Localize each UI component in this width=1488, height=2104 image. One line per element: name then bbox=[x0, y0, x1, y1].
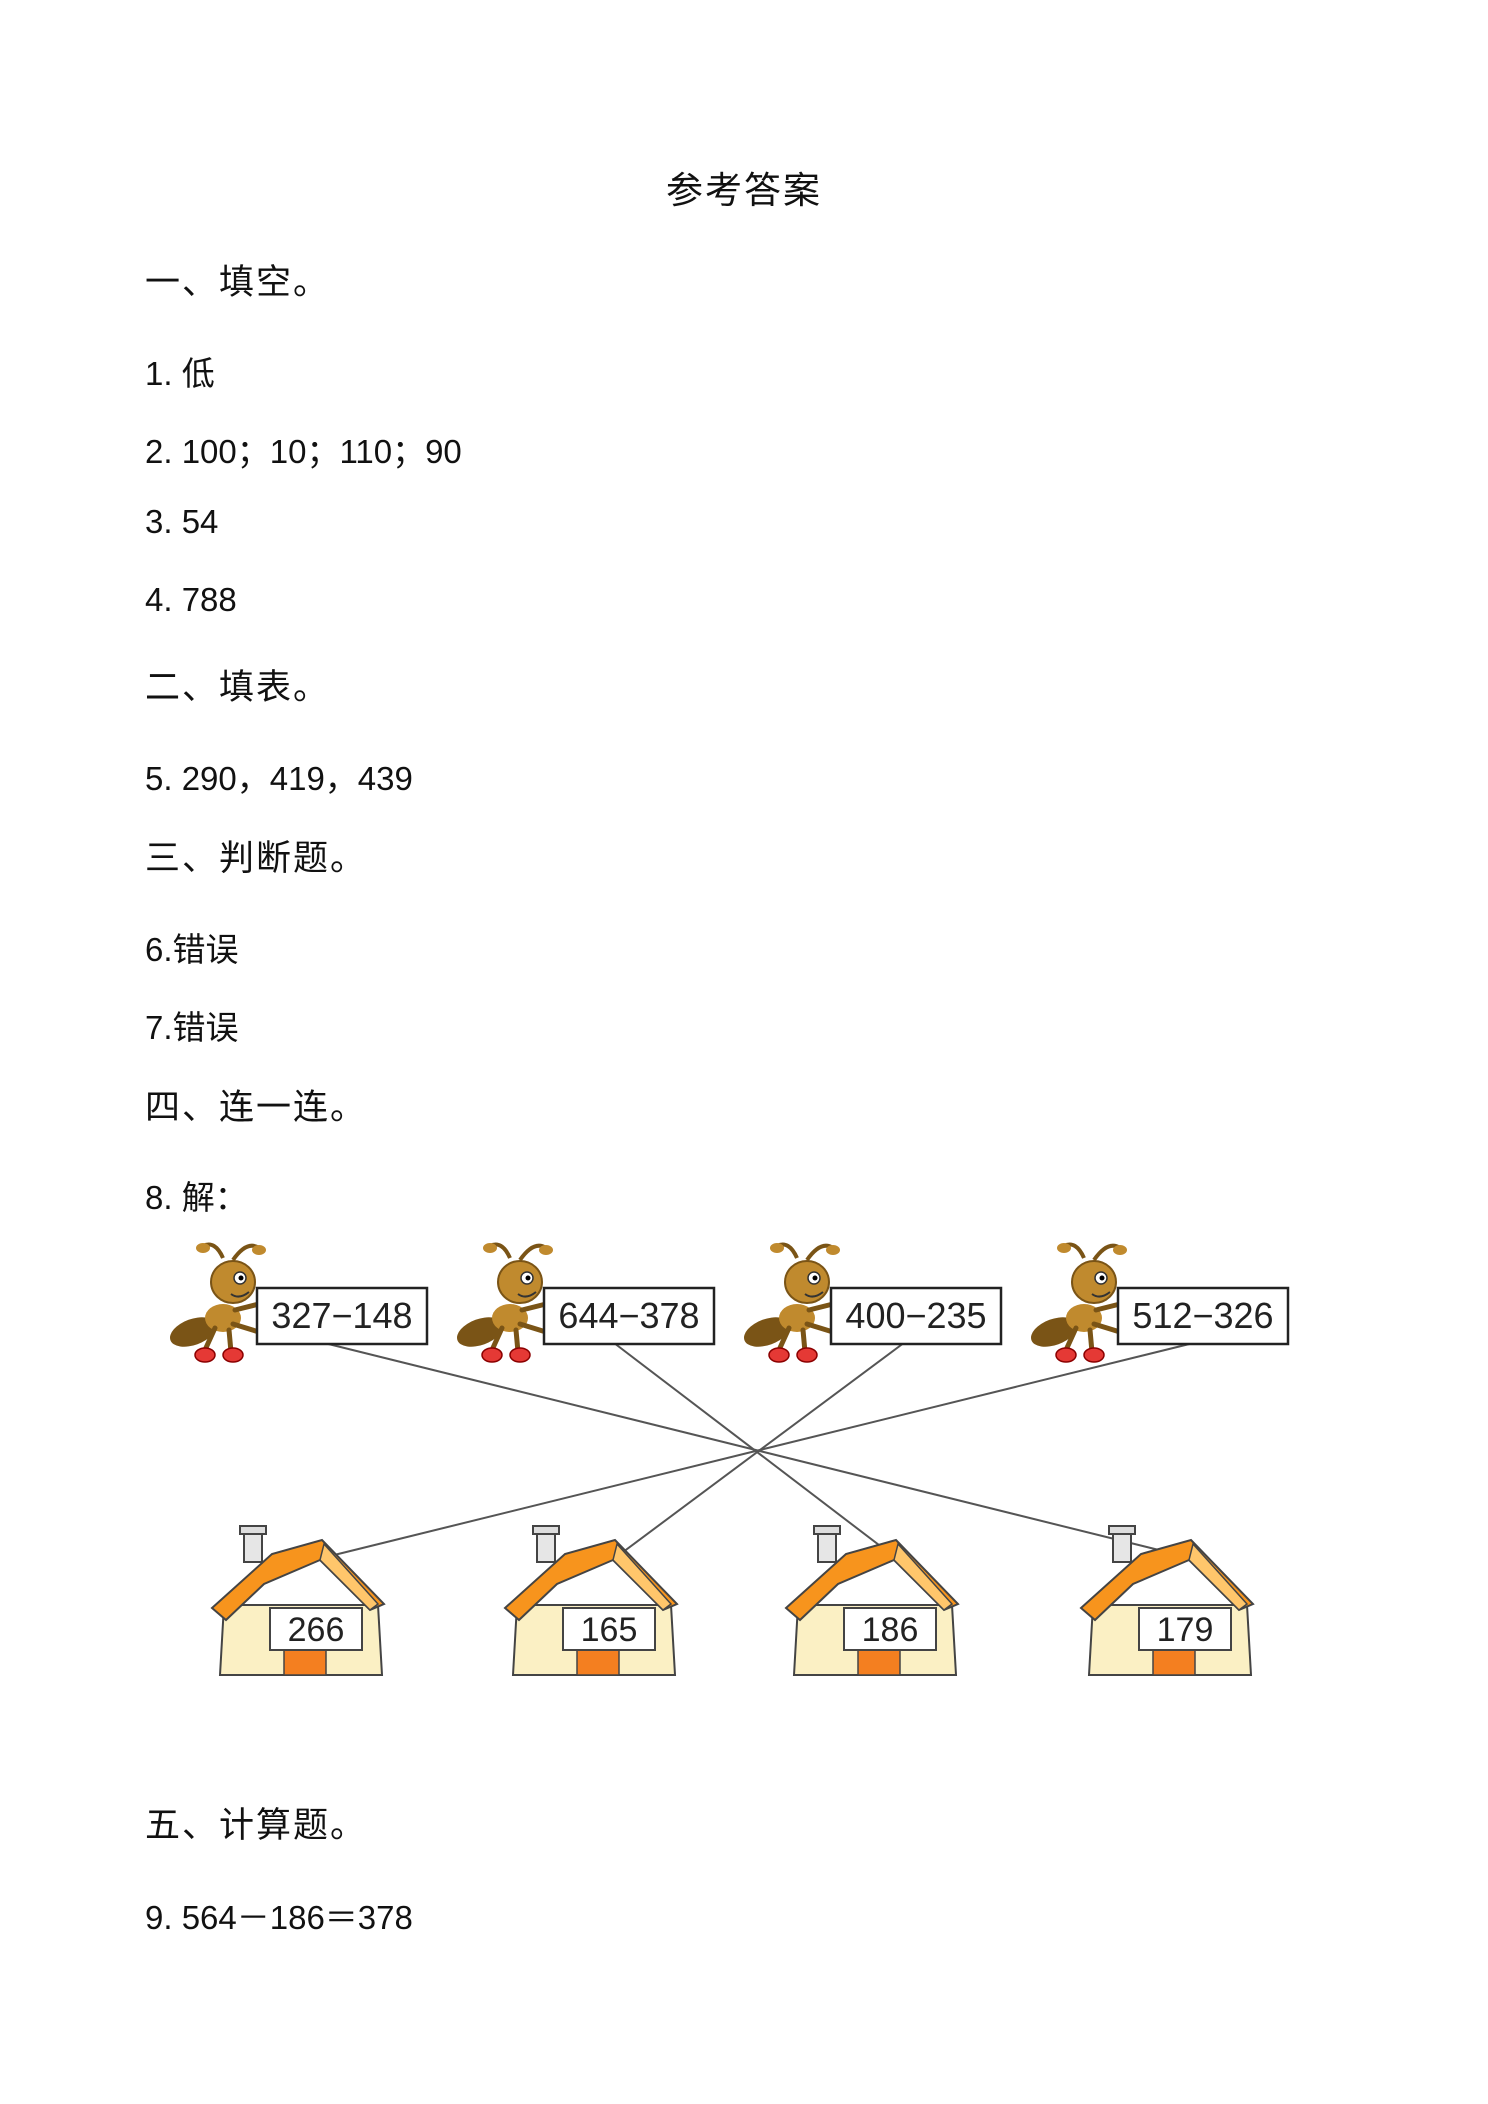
expression-card bbox=[255, 1286, 429, 1346]
answer-8: 8. 解： bbox=[145, 1179, 248, 1216]
section-heading-true-false: 三、判断题。 bbox=[145, 839, 368, 879]
section-heading-calculation: 五、计算题。 bbox=[145, 1806, 368, 1846]
answer-2: 2. 100；10；110；90 bbox=[145, 433, 462, 470]
expression-card bbox=[829, 1286, 1003, 1346]
house-icon bbox=[784, 1525, 960, 1676]
section-heading-matching: 四、连一连。 bbox=[145, 1088, 368, 1128]
connection-lines bbox=[321, 1343, 1192, 1559]
house-number-4: 179 bbox=[1157, 1611, 1214, 1649]
house-icon bbox=[1079, 1525, 1255, 1676]
house-icon bbox=[503, 1525, 679, 1676]
answer-5: 5. 290，419，439 bbox=[145, 760, 413, 797]
answer-9: 9. 564－186＝378 bbox=[145, 1899, 413, 1936]
answer-6: 6.错误 bbox=[145, 931, 239, 968]
expression-card bbox=[542, 1286, 716, 1346]
connection-line-4 bbox=[321, 1343, 1190, 1559]
answer-7: 7.错误 bbox=[145, 1009, 239, 1046]
house-4: 179 bbox=[1079, 1525, 1255, 1676]
section-heading-fill-table: 二、填表。 bbox=[145, 668, 331, 708]
answer-3: 3. 54 bbox=[145, 503, 219, 540]
ant-card-2: 644−378 bbox=[457, 1242, 716, 1363]
house-number-1: 266 bbox=[288, 1611, 345, 1649]
page-title: 参考答案 bbox=[666, 169, 822, 212]
expression-text-3: 400−235 bbox=[845, 1295, 986, 1336]
houses: 266 165 186 179 bbox=[210, 1525, 1255, 1676]
expression-cards: 327−148 644−378 400−235 512−326 bbox=[170, 1242, 1290, 1363]
section-heading-fill-blank: 一、填空。 bbox=[145, 263, 331, 303]
ant-icon bbox=[170, 1242, 266, 1363]
ant-icon bbox=[1031, 1242, 1127, 1363]
ant-card-1: 327−148 bbox=[170, 1242, 429, 1363]
answer-1: 1. 低 bbox=[145, 355, 215, 392]
expression-text-1: 327−148 bbox=[271, 1295, 412, 1336]
ant-card-4: 512−326 bbox=[1031, 1242, 1290, 1363]
ant-card-3: 400−235 bbox=[744, 1242, 1003, 1363]
answer-4: 4. 788 bbox=[145, 581, 237, 618]
ant-icon bbox=[457, 1242, 553, 1363]
expression-text-4: 512−326 bbox=[1132, 1295, 1273, 1336]
expression-text-2: 644−378 bbox=[558, 1295, 699, 1336]
house-number-3: 186 bbox=[862, 1611, 919, 1649]
expression-card bbox=[1116, 1286, 1290, 1346]
matching-figure: 327−148 644−378 400−235 512−326 266 165 186 17… bbox=[170, 1242, 1290, 1676]
house-2: 165 bbox=[503, 1525, 679, 1676]
house-3: 186 bbox=[784, 1525, 960, 1676]
ant-icon bbox=[744, 1242, 840, 1363]
house-1: 266 bbox=[210, 1525, 386, 1676]
house-number-2: 165 bbox=[581, 1611, 638, 1649]
